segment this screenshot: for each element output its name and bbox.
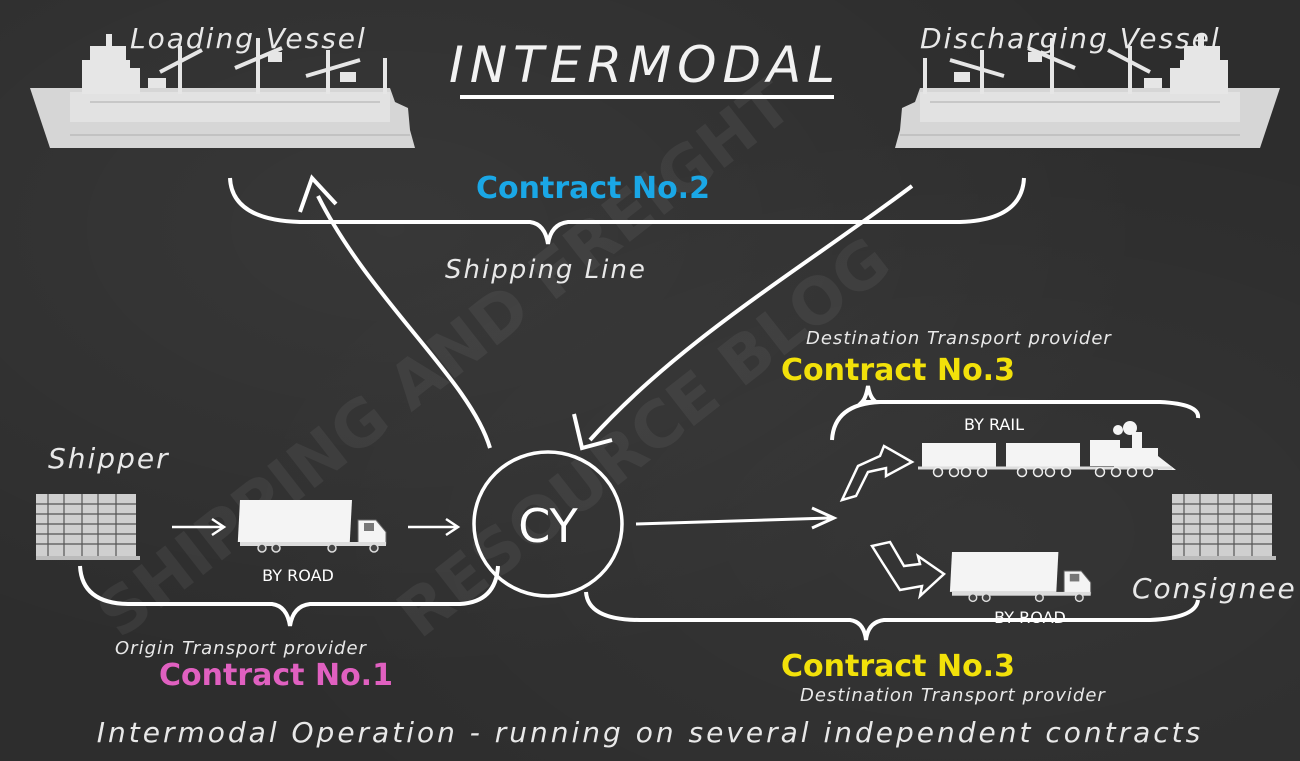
loading-vessel-label: Loading Vessel	[130, 22, 367, 55]
to-road-arrow	[870, 540, 946, 600]
origin-truck-icon	[237, 499, 387, 553]
shipper-label: Shipper	[48, 442, 170, 475]
cy-to-loading-vessel-arrow	[316, 195, 492, 449]
road-contract-brace	[584, 591, 1200, 641]
arrowhead-down	[572, 413, 613, 451]
shipper-warehouse-icon	[35, 493, 141, 561]
cy-label: CY	[518, 499, 578, 553]
cy-circle	[472, 450, 624, 598]
contract-1-provider: Origin Transport provider	[115, 638, 368, 659]
watermark-line-2: RESOURCE BLOG	[384, 224, 904, 653]
by-rail-label: BY RAIL	[964, 415, 1024, 434]
to-rail-arrow	[839, 444, 915, 502]
cy-to-destination-arrow	[635, 506, 838, 530]
contract-2-provider: Shipping Line	[445, 255, 647, 285]
diagram-title: INTERMODAL	[449, 36, 841, 94]
destination-truck-icon	[949, 551, 1092, 603]
contract-3-rail-label: Contract No.3	[781, 353, 1015, 388]
contract-2-label: Contract No.2	[476, 171, 710, 206]
discharging-vessel-to-cy-arrow	[588, 184, 914, 442]
contract-1-label: Contract No.1	[159, 658, 393, 693]
footer-caption: Intermodal Operation - running on severa…	[97, 716, 1203, 749]
discharging-vessel-label: Discharging Vessel	[920, 22, 1221, 55]
consignee-label: Consignee	[1132, 572, 1297, 605]
by-road-origin-label: BY ROAD	[262, 566, 334, 585]
train-icon	[918, 421, 1176, 478]
origin-transport-brace	[78, 565, 500, 627]
truck-to-cy-arrow	[408, 517, 461, 537]
contract-3-rail-provider: Destination Transport provider	[806, 328, 1112, 349]
shipper-to-truck-arrow	[172, 517, 227, 537]
shipping-line-brace	[228, 177, 1026, 245]
contract-3-road-provider: Destination Transport provider	[800, 685, 1106, 706]
by-road-destination-label: BY ROAD	[994, 608, 1066, 627]
arrowhead-up	[298, 174, 338, 213]
contract-3-road-label: Contract No.3	[781, 649, 1015, 684]
consignee-warehouse-icon	[1171, 493, 1277, 561]
rail-contract-brace	[830, 385, 1201, 441]
